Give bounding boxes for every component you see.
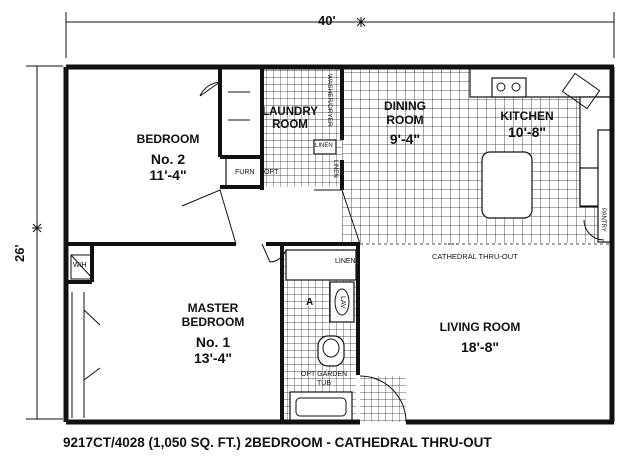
dining-label: DINING ROOM 9'-4" [370,99,440,147]
kitchen-label: KITCHEN 10'-8" [492,109,562,140]
opt-garden-tub-label: OPT GARDEN TUB [300,371,348,388]
width-dimension-line [65,12,615,58]
kitchen-name: KITCHEN [500,109,554,123]
burner-icon [496,82,506,92]
kitchen-sink [561,72,601,110]
depth-dimension: 26' [12,244,27,262]
linen-closet-bath [285,249,357,281]
laundry-line2: ROOM [272,119,308,132]
kitchen-island [481,151,533,219]
cathedral-label: CATHEDRAL THRU-OUT [432,252,518,261]
dining-line1: DINING [384,99,426,113]
linen-bath-label: LINEN [335,258,356,265]
dining-line2: ROOM [386,112,424,127]
living-size: 18'-8" [461,338,499,355]
lav-label: LAV [339,296,346,309]
bath-a-label: A [306,297,314,308]
bedroom-2-number: No. 2 [150,150,186,167]
master-number: No. 1 [195,333,231,350]
dining-size: 9'-4" [389,130,421,147]
entry-tile-floor [360,376,406,422]
bedroom-2-label: BEDROOM No. 2 11'-4" [118,132,218,183]
width-dimension: 40' [318,13,336,28]
pantry-label: PANTRY [600,208,606,232]
linen-laundry-label: LINEN [315,143,333,149]
lav-basin [334,288,350,316]
laundry-line1: LAUNDRY [262,106,318,118]
toilet [317,335,345,367]
tub-basin [295,397,347,417]
master-line1: MASTER [187,301,239,315]
bedroom-2-size: 11'-4" [149,166,187,183]
master-line2: BEDROOM [181,314,245,329]
washer-dryer-label: WASHER/DRYER [326,74,333,127]
laundry-label: LAUNDRY ROOM [262,106,318,132]
toilet-bowl [322,338,340,358]
master-size: 13'-4" [194,349,232,366]
living-room-label: LIVING ROOM 18'-8" [420,320,540,355]
burner-icon [511,82,521,92]
linen-closet-laundry [313,139,337,155]
master-bedroom-label: MASTER BEDROOM No. 1 13'-4" [168,301,258,366]
furn-label: FURN [235,169,255,176]
doors [71,81,605,423]
opt-label: OPT [264,169,279,176]
linen-side-label: LINEN [332,160,338,178]
kitchen-counter-top [469,66,613,98]
water-heater-label: W/H [73,262,87,269]
garden-tub [289,391,353,423]
laundry-tile-floor [262,67,342,187]
living-name: LIVING ROOM [439,320,521,334]
depth-dimension-line [26,65,63,420]
kitchen-size: 10'-8" [508,123,546,140]
bedroom-2-name: BEDROOM [136,132,200,146]
plan-caption: 9217CT/4028 (1,050 SQ. FT.) 2BEDROOM - C… [63,435,492,450]
